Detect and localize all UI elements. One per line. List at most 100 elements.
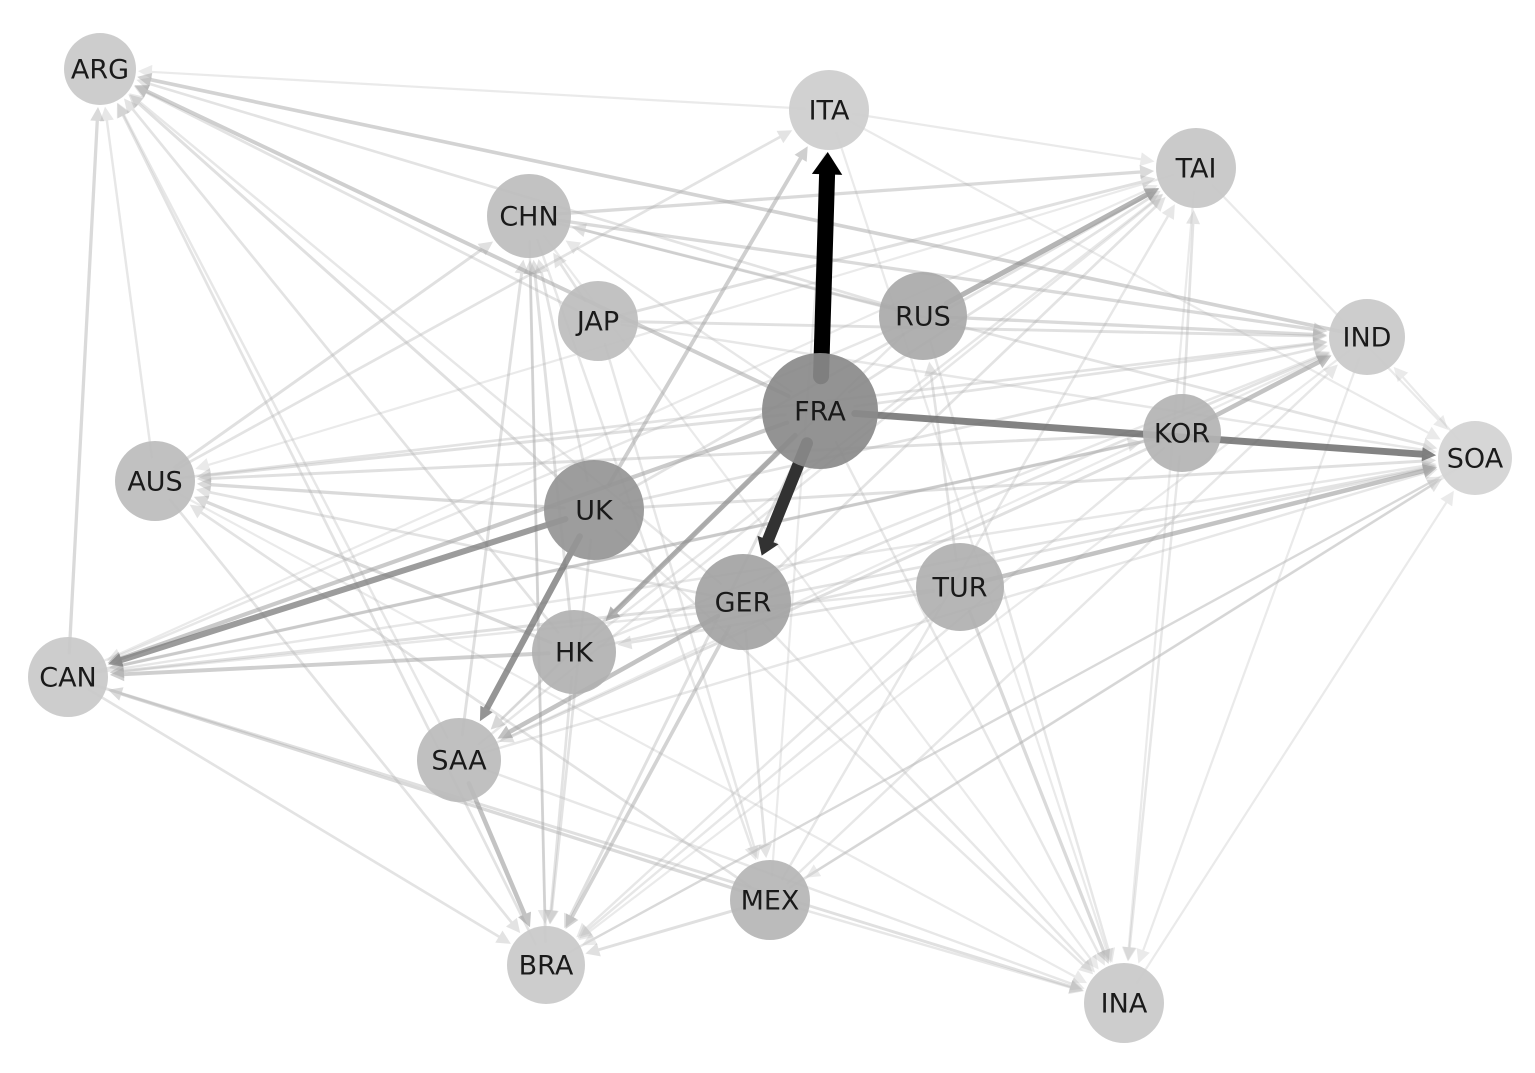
edge-UK-BRA xyxy=(544,538,593,925)
edge-arrowhead xyxy=(1078,959,1094,975)
edge-line xyxy=(607,154,804,487)
edge-arrowhead xyxy=(585,942,601,957)
node-label: UK xyxy=(575,496,614,527)
edge-ITA-INA xyxy=(835,131,1114,964)
edge-arrowhead xyxy=(137,72,153,87)
edge-line xyxy=(87,688,502,939)
node-circle xyxy=(1084,963,1164,1043)
edge-line xyxy=(591,467,1457,941)
node-circle xyxy=(487,174,571,258)
edge-line xyxy=(813,164,836,385)
edge-line xyxy=(528,239,547,914)
edge-MEX-INA xyxy=(791,905,1084,995)
edge-GER-MEX xyxy=(744,629,772,859)
edge-arrowhead xyxy=(757,843,772,859)
node-label: KOR xyxy=(1154,419,1210,450)
edge-FRA-CHN xyxy=(565,240,793,393)
edge-arrowhead xyxy=(924,361,939,377)
edge-GER-SOA xyxy=(769,461,1437,598)
edge-line xyxy=(116,420,790,662)
edge-AUS-CHN xyxy=(173,241,494,469)
edge-arrowhead xyxy=(1186,209,1201,225)
node-circle xyxy=(532,610,616,694)
edge-line xyxy=(786,371,1331,885)
edge-GER-AUS xyxy=(196,485,717,598)
edge-KOR-BRA xyxy=(577,446,1166,939)
edge-arrowhead xyxy=(1421,464,1438,478)
edge-line xyxy=(1128,455,1181,951)
edge-arrowhead xyxy=(477,241,494,256)
edge-JAP-IND xyxy=(620,320,1328,343)
edge-CHN-BRA xyxy=(528,239,552,925)
edge-arrowhead xyxy=(1140,175,1156,189)
edge-arrowhead xyxy=(605,606,621,622)
node-hk: HK xyxy=(532,610,616,694)
edge-CAN-KOR xyxy=(90,437,1142,674)
edge-arrowhead xyxy=(108,687,124,701)
node-circle xyxy=(544,460,644,560)
edge-line xyxy=(568,440,807,919)
edge-arrowhead xyxy=(1421,447,1437,462)
edge-SAA-ARG xyxy=(117,102,449,739)
edge-AUS-ITA xyxy=(174,130,793,471)
edge-line xyxy=(581,228,899,311)
edge-CAN-BRA xyxy=(87,688,511,944)
edge-line xyxy=(761,621,1089,966)
edge-line xyxy=(1200,358,1324,425)
edge-arrowhead xyxy=(109,667,125,682)
node-uk: UK xyxy=(544,460,644,560)
edge-line xyxy=(206,490,717,598)
edge-arrowhead xyxy=(1312,327,1328,342)
edge-line xyxy=(1181,220,1195,411)
edge-line xyxy=(929,340,1111,953)
edge-arrowhead xyxy=(617,635,633,650)
edge-arrowhead xyxy=(196,477,212,492)
edge-arrowhead xyxy=(196,485,212,500)
edge-FRA-BRA xyxy=(564,440,807,929)
edge-arrowhead xyxy=(1084,954,1099,970)
edge-MEX-SOA xyxy=(788,478,1442,889)
edge-line xyxy=(620,323,1426,452)
node-ita: ITA xyxy=(789,70,869,150)
edge-arrowhead xyxy=(189,504,206,519)
edge-arrowhead xyxy=(565,240,582,255)
edge-MEX-TAI xyxy=(780,204,1175,881)
edge-AUS-BRA xyxy=(168,498,521,934)
node-label: ARG xyxy=(71,55,129,86)
edge-line xyxy=(207,432,1161,480)
edge-line xyxy=(89,682,1074,989)
edge-arrowhead xyxy=(578,926,594,941)
edge-line xyxy=(574,245,793,393)
edge-line xyxy=(621,347,1318,505)
edge-arrowhead xyxy=(505,917,521,934)
edge-FRA-AUS xyxy=(196,413,787,483)
node-label: ITA xyxy=(809,96,850,127)
edge-CHN-SOA xyxy=(552,220,1438,452)
edge-arrowhead xyxy=(581,932,598,946)
edge-arrowhead xyxy=(137,64,153,79)
node-soa: SOA xyxy=(1438,421,1512,495)
edge-MEX-IND xyxy=(786,364,1338,885)
node-chn: CHN xyxy=(487,174,571,258)
edge-line xyxy=(105,117,154,459)
node-label: BRA xyxy=(519,951,574,982)
edge-arrowhead xyxy=(490,714,506,730)
edge-GER-TAI xyxy=(762,197,1166,584)
edge-line xyxy=(482,533,583,714)
edge-UK-ARG xyxy=(128,94,574,492)
edge-BRA-SOA xyxy=(565,476,1441,956)
edge-arrowhead xyxy=(196,468,212,483)
node-label: FRA xyxy=(794,397,846,428)
edge-line xyxy=(116,325,900,658)
edge-TUR-SOA xyxy=(983,464,1438,583)
node-circle xyxy=(28,637,108,717)
edge-line xyxy=(88,189,1148,669)
edge-arrowhead xyxy=(1425,476,1441,490)
edge-line xyxy=(968,609,1106,955)
edge-arrowhead xyxy=(805,864,822,878)
node-ind: IND xyxy=(1329,299,1405,375)
edge-UK-INA xyxy=(614,529,1094,975)
edge-arrowhead xyxy=(553,252,567,269)
edge-FRA-INA xyxy=(834,440,1105,966)
